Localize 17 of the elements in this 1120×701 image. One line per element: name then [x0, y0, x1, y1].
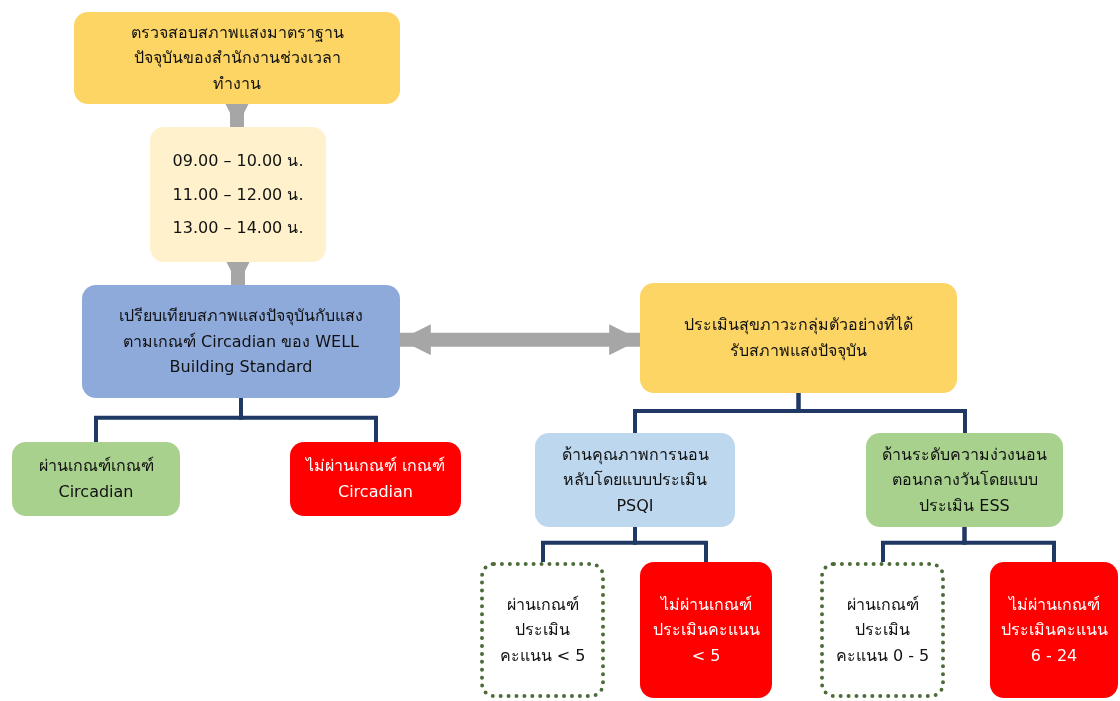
- connector-line: [633, 527, 708, 562]
- time-box: 09.00 – 10.00 น. 11.00 – 12.00 น. 13.00 – 14.00 น.: [150, 127, 326, 262]
- result-box: ผ่านเกณฑ์ประเมินคะแนน < 5: [480, 562, 605, 698]
- block-arrow: [400, 324, 640, 356]
- result-box: ไม่ผ่านเกณฑ์ประเมินคะแนน 6 - 24: [990, 562, 1118, 698]
- process-box: เปรียบเทียบสภาพแสงปัจจุบันกับแสงตามเกณฑ์ Circadian ของ WELL Building Standard: [82, 285, 400, 398]
- result-box: ผ่านเกณฑ์ประเมินคะแนน 0 - 5: [820, 562, 945, 698]
- connector-line: [962, 527, 1056, 562]
- result-box: ผ่านเกณฑ์เกณฑ์ Circadian: [12, 442, 180, 516]
- assessment-box: ด้านคุณภาพการนอนหลับโดยแบบประเมิน PSQI: [535, 433, 735, 527]
- connector-line: [796, 393, 967, 433]
- process-box: ประเมินสุขภาวะกลุ่มตัวอย่างที่ได้รับสภาพแสงปัจจุบัน: [640, 283, 957, 393]
- assessment-box: ด้านระดับความง่วงนอนตอนกลางวันโดยแบบประเมิน ESS: [866, 433, 1063, 527]
- connector-line: [239, 398, 378, 442]
- result-box: ไม่ผ่านเกณฑ์ เกณฑ์ Circadian: [290, 442, 461, 516]
- process-box: ตรวจสอบสภาพแสงมาตราฐานปัจจุบันของสำนักงานช่วงเวลาทำงาน: [74, 12, 400, 104]
- result-box: ไม่ผ่านเกณฑ์ประเมินคะแนน < 5: [640, 562, 772, 698]
